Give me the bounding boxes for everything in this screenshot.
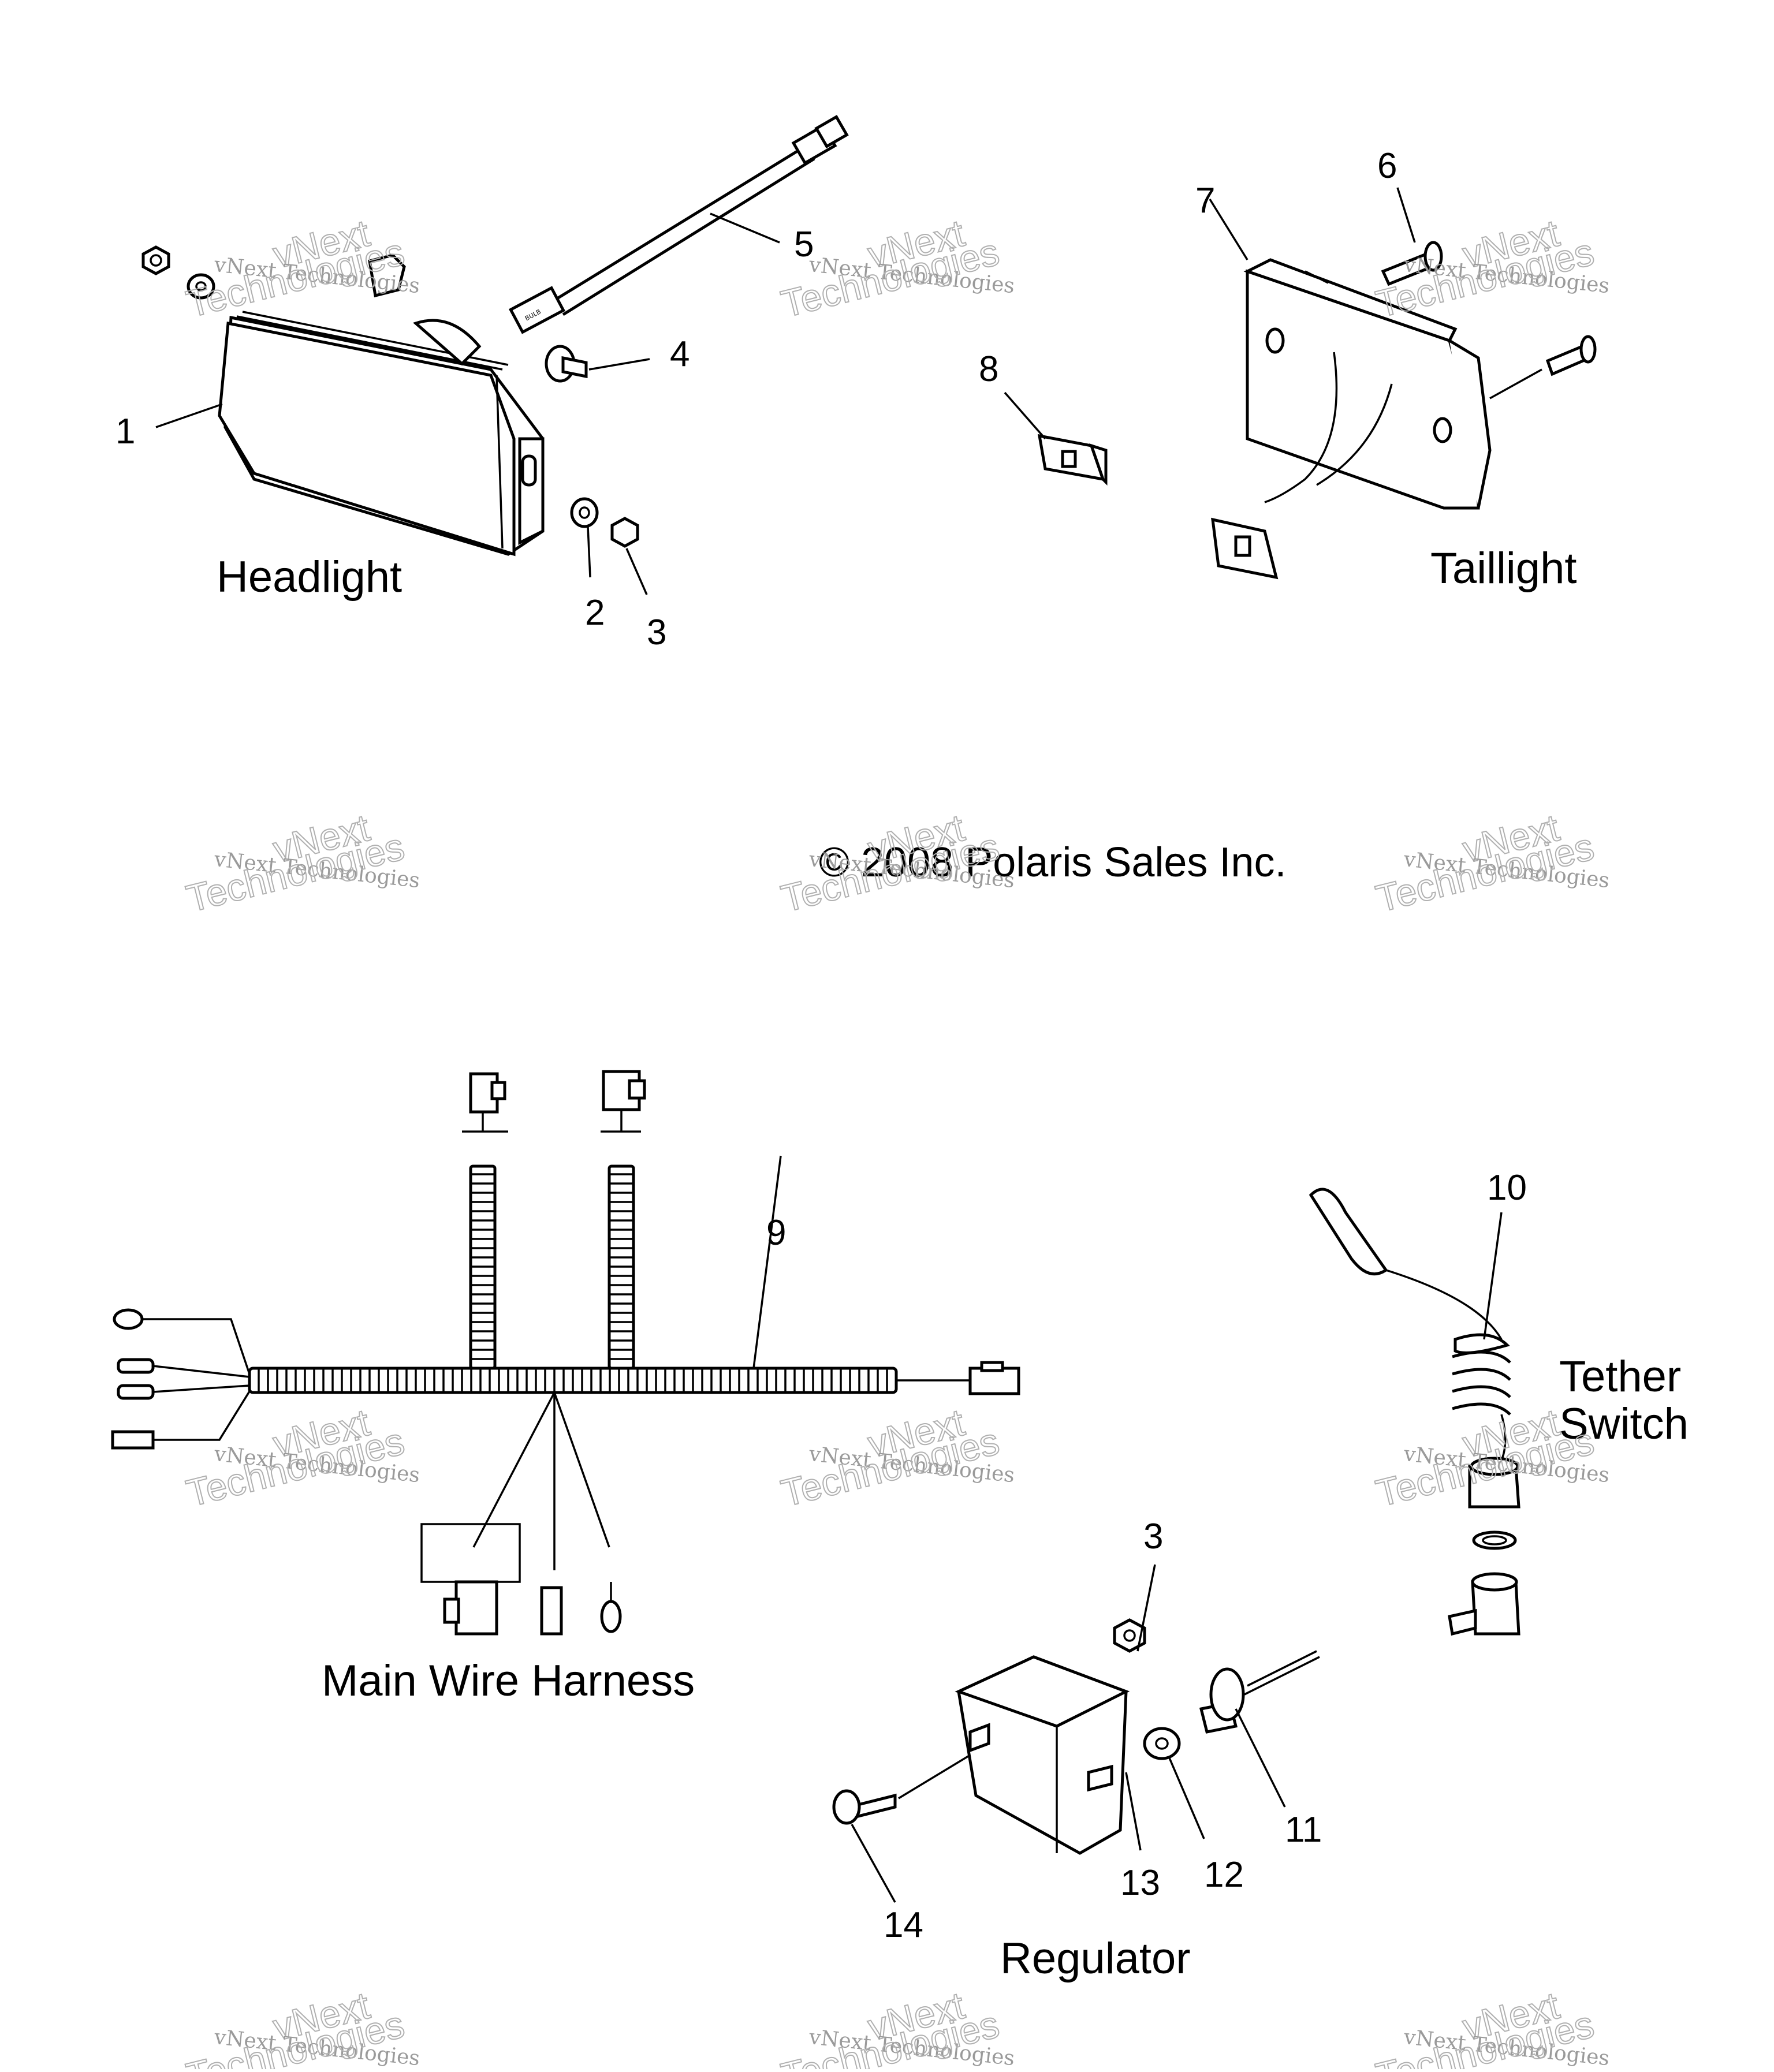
taillight-assembly <box>1004 187 1597 580</box>
tether-washer <box>1472 1530 1517 1550</box>
bolt-right <box>1545 335 1597 376</box>
leader-6 <box>1396 187 1416 243</box>
regulator-assembly <box>832 1564 1320 1903</box>
title-taillight: Taillight <box>1430 544 1577 593</box>
leader-5 <box>710 212 780 244</box>
headlight-body <box>218 311 545 557</box>
tether-switch-assembly <box>1309 1188 1520 1636</box>
callout-6: 6 <box>1377 146 1397 186</box>
callout-8: 8 <box>979 349 998 389</box>
callout-3-regulator: 3 <box>1143 1517 1163 1556</box>
callout-9: 9 <box>766 1213 786 1253</box>
nut-top-left <box>141 245 170 275</box>
callout-1: 1 <box>115 412 135 451</box>
bolt-4 <box>545 345 588 383</box>
nut-3 <box>610 517 639 548</box>
callout-4: 4 <box>670 334 690 374</box>
callout-2: 2 <box>585 593 605 633</box>
leader-11 <box>1235 1708 1286 1808</box>
leader-7b <box>1489 368 1542 400</box>
callout-14: 14 <box>884 1905 923 1945</box>
main-wire-harness <box>111 1070 1020 1636</box>
left-terminals <box>111 1308 251 1450</box>
callout-11: 11 <box>1285 1810 1322 1850</box>
leader-12 <box>1168 1757 1205 1839</box>
leader-2 <box>587 526 591 578</box>
connector-top-right <box>601 1070 646 1133</box>
callout-12: 12 <box>1204 1855 1244 1895</box>
washer-12 <box>1143 1727 1181 1760</box>
callout-3: 3 <box>647 613 666 652</box>
title-regulator: Regulator <box>1000 1934 1191 1983</box>
bolt-upper-right <box>368 253 406 298</box>
callout-10: 10 <box>1487 1168 1527 1208</box>
callout-13: 13 <box>1120 1863 1160 1903</box>
regulator-nut-3 <box>1113 1618 1146 1653</box>
headlight-assembly: BULB <box>141 114 849 595</box>
title-headlight: Headlight <box>217 552 402 602</box>
title-tether-line1: Tether <box>1559 1352 1681 1401</box>
leader-7 <box>1209 199 1248 260</box>
leader-1 <box>155 403 223 428</box>
screw-14 <box>832 1754 971 1825</box>
leader-14 <box>851 1824 896 1903</box>
title-tether-line2: Switch <box>1559 1399 1689 1448</box>
harness-branch-right <box>608 1164 635 1370</box>
bulb-wire-5: BULB <box>508 114 849 334</box>
bolt-6 <box>1381 241 1443 286</box>
leader-3-reg <box>1136 1564 1156 1652</box>
clip-8 <box>1037 434 1108 486</box>
leader-13 <box>1125 1772 1142 1851</box>
washer-2 <box>570 497 599 528</box>
connector-right <box>896 1361 1020 1395</box>
leader-10 <box>1483 1212 1503 1340</box>
clip-lower <box>1211 517 1279 580</box>
callout-7: 7 <box>1195 181 1215 221</box>
washer-top-left <box>187 273 215 300</box>
callout-5: 5 <box>794 225 814 264</box>
leader-9 <box>752 1155 782 1369</box>
leader-4 <box>588 358 650 371</box>
harness-branch-left <box>469 1164 497 1370</box>
leader-3 <box>625 548 648 595</box>
connector-top-left <box>462 1072 508 1133</box>
bottom-connectors <box>420 1392 622 1636</box>
title-main-wire-harness: Main Wire Harness <box>322 1656 695 1705</box>
copyright-text: © 2008 Polaris Sales Inc. <box>819 839 1286 886</box>
leader-8 <box>1004 391 1046 440</box>
grommet-11 <box>1199 1650 1320 1734</box>
